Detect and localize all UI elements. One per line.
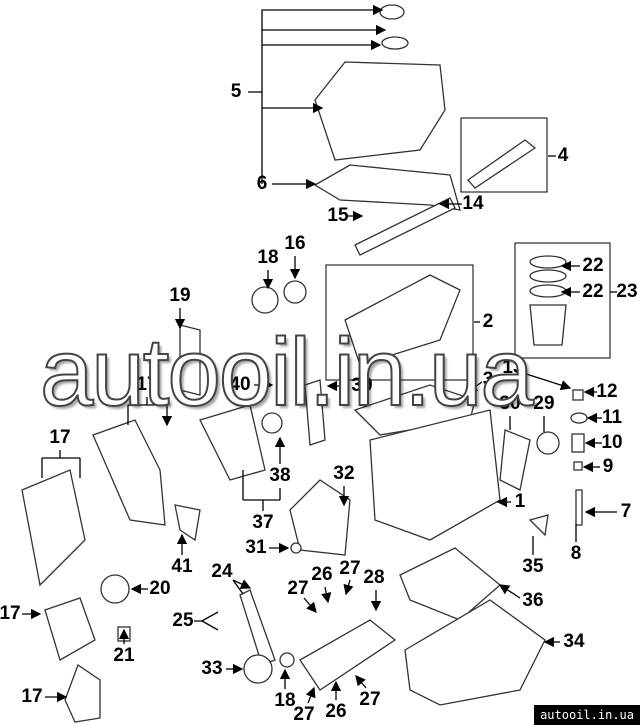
timing-cover bbox=[21, 469, 86, 587]
callout: 31 bbox=[245, 537, 267, 558]
callout: 17 bbox=[49, 427, 70, 448]
callout: 27 bbox=[339, 558, 360, 579]
callout-labels: 5 6 15 14 4 18 16 19 2 22 22 23 13 12 11… bbox=[0, 81, 638, 725]
callout: 8 bbox=[571, 543, 582, 564]
callout: 41 bbox=[171, 556, 193, 577]
pulley bbox=[261, 412, 283, 434]
camshaft-sprocket bbox=[251, 286, 279, 314]
callout: 35 bbox=[522, 556, 544, 577]
rear-cover bbox=[64, 663, 101, 723]
callout: 23 bbox=[616, 281, 637, 302]
callout: 16 bbox=[284, 233, 305, 254]
callout: 5 bbox=[231, 81, 242, 102]
leader-lines bbox=[22, 4, 617, 704]
callout: 28 bbox=[363, 567, 384, 588]
callout: 27 bbox=[293, 704, 314, 725]
injector bbox=[467, 139, 537, 189]
seal-ring bbox=[381, 36, 409, 50]
callout: 1 bbox=[515, 491, 526, 512]
piston bbox=[529, 304, 567, 346]
callout: 17 bbox=[136, 374, 157, 395]
seal bbox=[290, 542, 302, 554]
cylinder-head-box bbox=[325, 264, 474, 381]
piston-box bbox=[514, 242, 611, 359]
callout: 33 bbox=[201, 658, 222, 679]
engine-block bbox=[369, 409, 501, 541]
callout: 38 bbox=[269, 465, 290, 486]
water-pump bbox=[100, 574, 130, 604]
piston-ring bbox=[529, 269, 567, 283]
callout: 20 bbox=[149, 578, 170, 599]
connecting-rod bbox=[239, 589, 276, 666]
valve-cover-gasket bbox=[313, 164, 461, 211]
callout: 17 bbox=[21, 686, 42, 707]
piston-ring bbox=[529, 255, 567, 269]
valve bbox=[575, 489, 583, 526]
callout: 11 bbox=[602, 407, 623, 428]
callout: 6 bbox=[257, 173, 268, 194]
valve-part bbox=[572, 389, 584, 401]
rear-seal bbox=[536, 431, 560, 455]
callout: 30 bbox=[499, 393, 520, 414]
injector-box bbox=[460, 117, 548, 193]
callout: 2 bbox=[483, 311, 494, 332]
timing-cover-lower bbox=[44, 597, 96, 661]
crank-sprocket bbox=[279, 652, 295, 668]
callout: 7 bbox=[621, 501, 632, 522]
callout: 4 bbox=[558, 145, 569, 166]
callout: 17 bbox=[0, 603, 21, 624]
oil-pan-baffle bbox=[399, 547, 502, 621]
timing-belt bbox=[304, 379, 326, 446]
callout: 24 bbox=[211, 561, 233, 582]
timing-cover-upper bbox=[92, 419, 166, 526]
sprocket bbox=[283, 280, 307, 304]
callout: 12 bbox=[596, 381, 617, 402]
callout: 36 bbox=[522, 590, 543, 611]
callout: 22 bbox=[582, 281, 603, 302]
callout: 32 bbox=[333, 463, 354, 484]
callout: 27 bbox=[287, 578, 308, 599]
rear-seal-housing bbox=[499, 429, 531, 491]
footer-badge[interactable]: autooil.in.ua bbox=[534, 705, 640, 725]
callout: 29 bbox=[533, 393, 554, 414]
callout: 37 bbox=[252, 512, 273, 533]
callout: 21 bbox=[113, 645, 135, 666]
timing-belt-tensioner bbox=[179, 324, 201, 396]
callout: 26 bbox=[325, 701, 346, 722]
callout: 14 bbox=[462, 193, 484, 214]
watermark: autooil.in.ua bbox=[39, 318, 535, 427]
callout: 25 bbox=[172, 610, 194, 631]
oil-pipe bbox=[174, 504, 201, 542]
callout: 39 bbox=[351, 375, 372, 396]
callout: 15 bbox=[327, 205, 349, 226]
valve-cover bbox=[314, 61, 446, 161]
crank-pulley bbox=[243, 654, 273, 684]
callout: 34 bbox=[563, 631, 585, 652]
parts bbox=[21, 4, 611, 723]
valve-spring bbox=[571, 433, 585, 453]
callout: 13 bbox=[502, 357, 523, 378]
callout: 18 bbox=[274, 690, 295, 711]
oil-cap bbox=[379, 4, 405, 20]
callout: 18 bbox=[257, 247, 278, 268]
crankshaft bbox=[299, 619, 397, 691]
callout: 26 bbox=[311, 564, 332, 585]
piston-ring bbox=[529, 284, 567, 298]
callout: 19 bbox=[169, 285, 190, 306]
callout: 3 bbox=[483, 369, 494, 390]
spring-retainer bbox=[570, 412, 588, 424]
oil-pan bbox=[404, 599, 546, 706]
cylinder-head bbox=[344, 274, 461, 366]
callout: 27 bbox=[359, 689, 380, 710]
callout: 22 bbox=[582, 255, 603, 276]
camshaft bbox=[354, 197, 456, 256]
bracket bbox=[528, 514, 549, 537]
callout: 40 bbox=[229, 374, 250, 395]
valve-seal bbox=[573, 461, 583, 471]
engine-bracket bbox=[199, 404, 266, 481]
callout: 10 bbox=[601, 432, 622, 453]
callout: 9 bbox=[603, 456, 614, 477]
